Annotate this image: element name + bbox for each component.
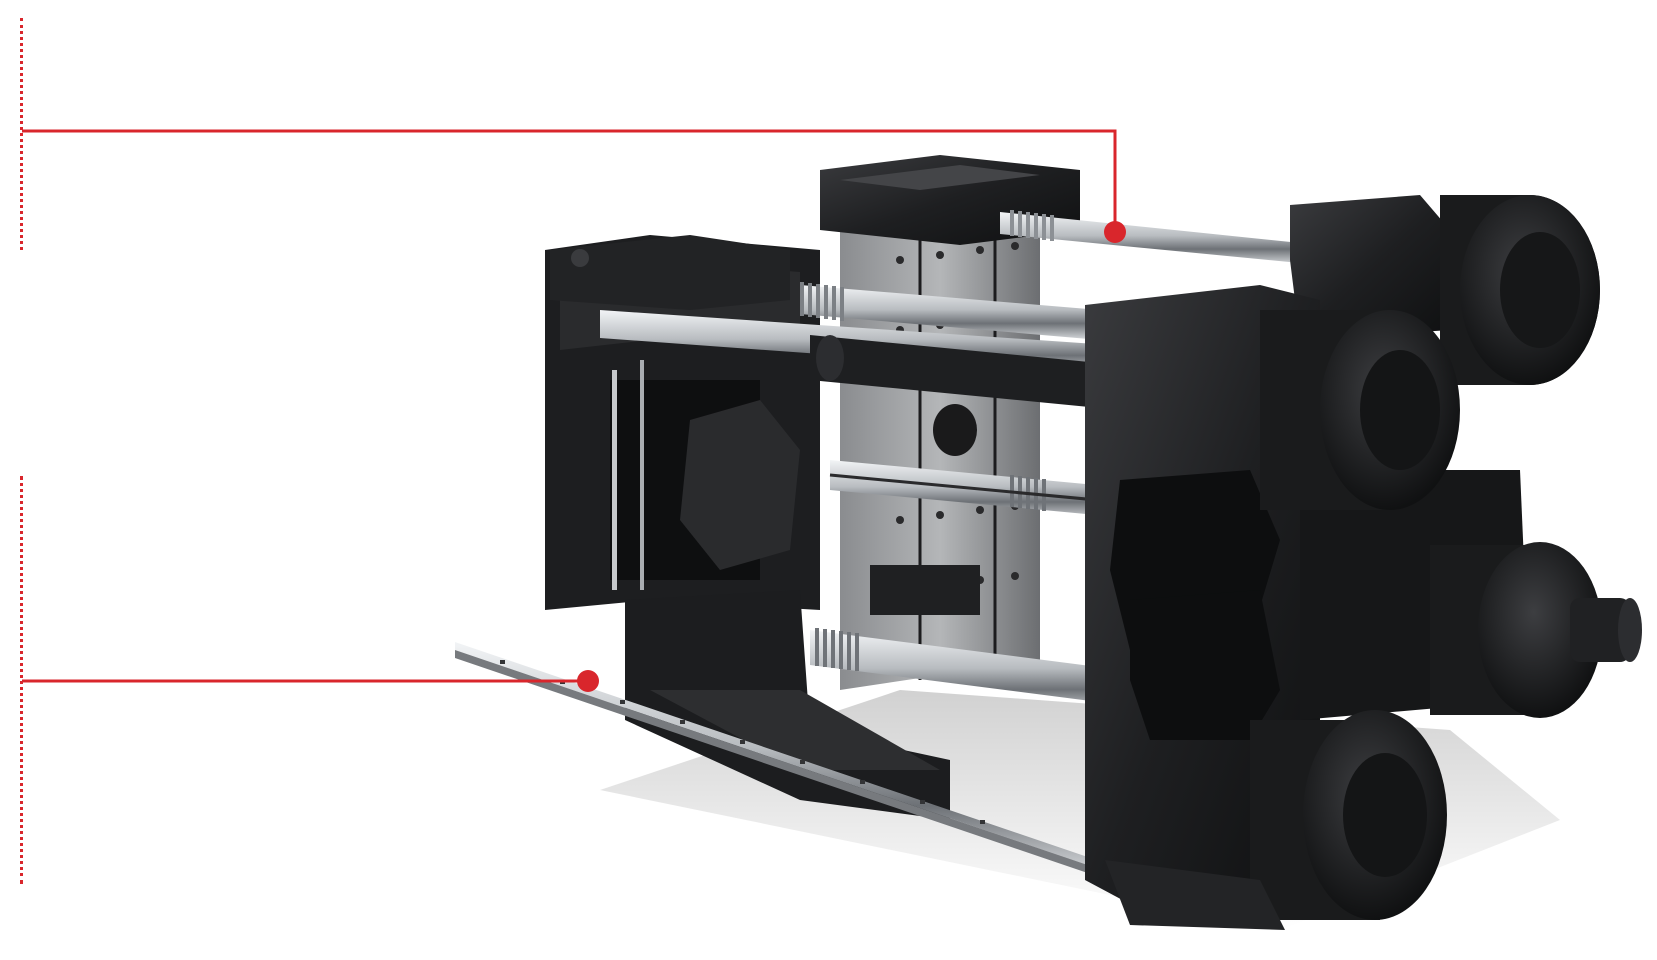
callout-leader-bottom (22, 670, 599, 692)
ejector-guide-rods (612, 360, 644, 590)
front-top-servo-motor (1260, 310, 1460, 510)
front-base-foot (1105, 860, 1285, 930)
rear-servo-motor (1290, 195, 1600, 385)
front-bottom-servo-motor (1250, 710, 1447, 920)
callout-dotted-bracket-top (20, 18, 23, 250)
callout-dotted-bracket-bottom (20, 476, 23, 884)
ball-screw-top-front (800, 282, 1100, 340)
toggle-head (550, 235, 790, 310)
ball-screw-top-rear (1000, 210, 1320, 265)
moving-platen-base (625, 565, 980, 820)
callout-leader-top (22, 129, 1126, 243)
front-middle-servo-motor (1430, 542, 1642, 718)
